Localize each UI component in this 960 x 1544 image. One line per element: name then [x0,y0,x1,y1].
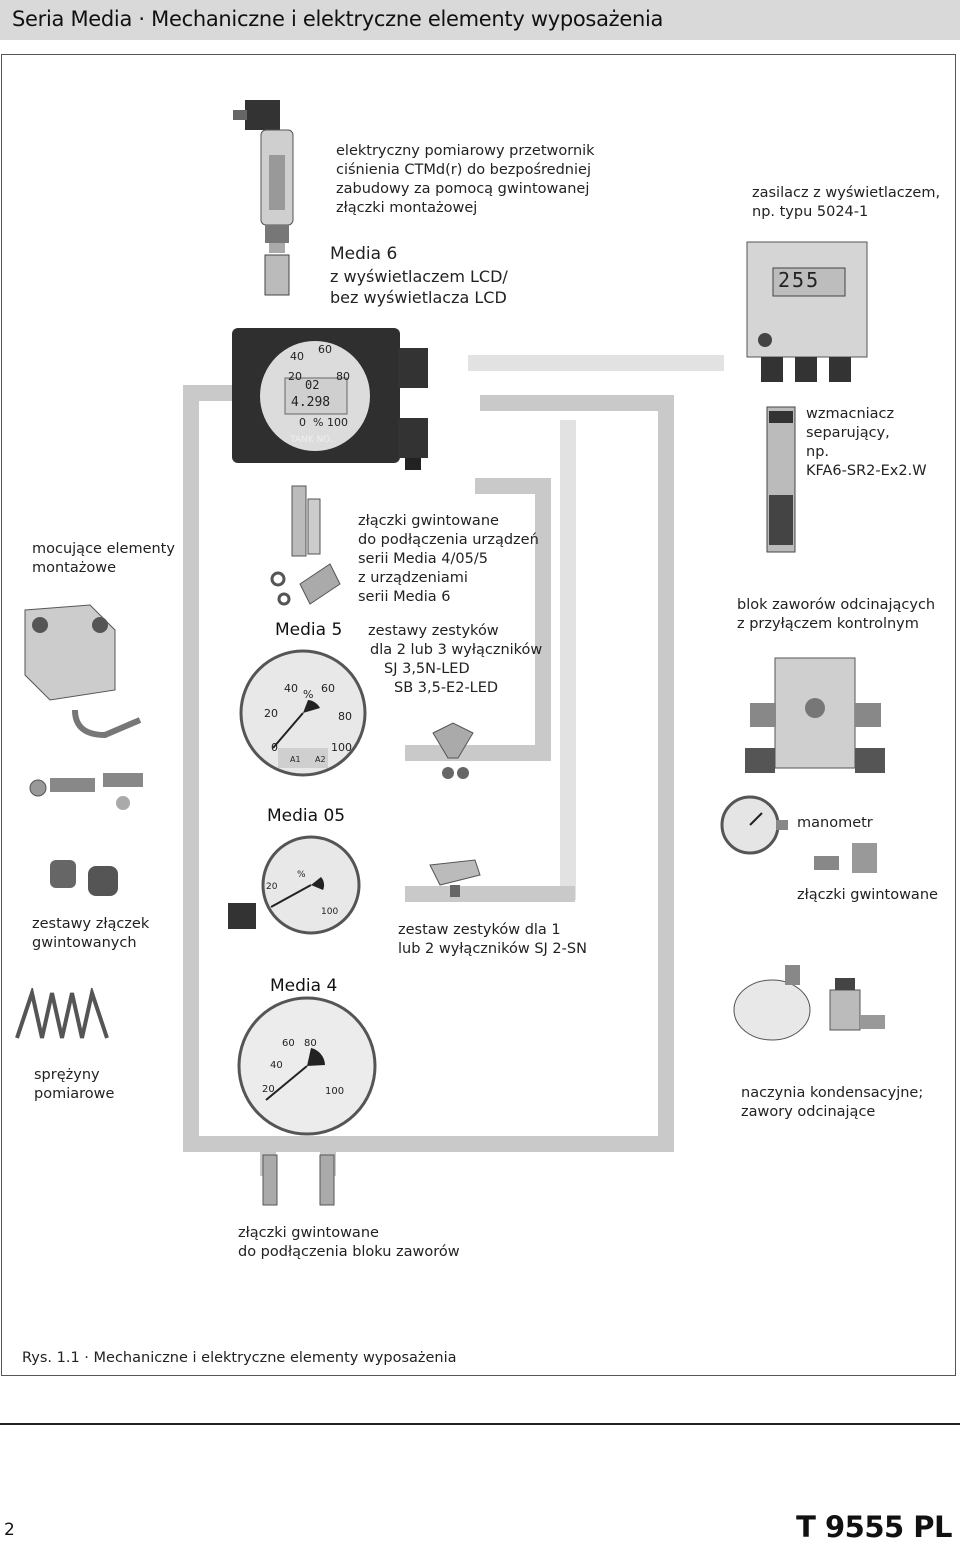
media6-scale-100: 100 [327,416,348,429]
valve-block-fittings-icon [262,1154,335,1206]
media05-title: Media 05 [267,806,346,826]
connector-left-top [183,385,233,401]
media6-title: Media 6 [330,244,398,264]
connector-bottom [183,1136,673,1152]
measuring-springs-icon [15,988,109,1039]
power-supply-label: zasilacz z wyświetlaczem, np. typu 5024-… [752,185,941,220]
media6-lcd-bottom: 4.298 [291,395,331,410]
connector-mid-vertical [535,478,551,760]
connector-right-vertical [658,395,674,1152]
valve-block-icon [745,657,885,773]
media6-scale-0: 0 [299,416,306,429]
figure-frame [1,54,956,1376]
connector-psu-vertical [560,420,576,900]
media5-scale-80: 80 [338,710,352,723]
bolts-icon [29,773,143,810]
page-title: Seria Media · Mechaniczne i elektryczne … [12,7,664,31]
page-header: Seria Media · Mechaniczne i elektryczne … [0,0,960,40]
contact-set-icon [432,722,474,779]
connection-fittings-icon [270,485,341,606]
media5-lamp-a1: A1 [290,755,301,764]
media6-label: Media 6 z wyświetlaczem LCD/ bez wyświet… [330,244,508,307]
isolating-amplifier-icon [766,406,796,553]
media6-scale-80: 80 [336,370,350,383]
media4-scale-20: 20 [262,1084,275,1095]
media05-scale-100: 100 [321,907,339,917]
media05-scale-pct: % [297,870,306,880]
media6-tank-label: TANK NO. [290,435,333,445]
media6-scale-20: 20 [288,370,302,383]
connector-left-vertical [183,385,199,1150]
transmitter-label: elektryczny pomiarowy przetwornik ciśnie… [336,143,595,216]
media4-gauge-icon [237,996,377,1136]
media5-gauge-icon [239,649,367,777]
contacts-label: zestawy zestyków dla 2 lub 3 wyłączników… [368,623,543,696]
mounting-bracket-icon [24,604,142,739]
media6-scale-60: 60 [318,343,332,356]
media6-device-icon [232,328,428,470]
manometer-label: manometr [797,815,873,831]
valve-block-label: blok zaworów odcinających z przyłączem k… [737,597,936,632]
media6-lcd-top: 02 [305,378,320,392]
contact-set-sj-icon [429,859,481,897]
threaded-fittings-icon [814,843,877,873]
psu-display-value: 255 [778,268,821,292]
fittings-media-label: złączki gwintowane do podłączenia urządz… [358,513,539,605]
media5-scale-60: 60 [321,682,335,695]
media4-scale-40: 40 [270,1060,283,1071]
connector-psu [468,355,724,371]
fittings-block-label: złączki gwintowane do podłączenia bloku … [238,1225,460,1260]
document-code: T 9555 PL [796,1510,952,1544]
media4-scale-60: 60 [282,1038,295,1049]
fittings-label: złączki gwintowane [797,887,938,903]
condensers-label: naczynia kondensacyjne; zawory odcinając… [741,1085,924,1120]
figure-caption: Rys. 1.1 · Mechaniczne i elektryczne ele… [22,1350,457,1366]
manometer-icon [720,795,788,855]
page-number: 2 [4,1520,15,1540]
media5-lamp-a2: A2 [315,755,326,764]
media05-scale-20: 20 [266,882,278,892]
media4-title: Media 4 [270,976,338,996]
power-supply-icon [746,241,868,382]
media4-scale-100: 100 [325,1086,345,1097]
footer-rule [0,1423,960,1425]
media5-scale-20: 20 [264,707,278,720]
springs-label: sprężyny pomiarowe [34,1067,115,1102]
media4-scale-80: 80 [304,1038,317,1049]
connector-mid-top [475,478,551,494]
condensate-pot-icon [733,965,885,1041]
fitting-sets-label: zestawy złączek gwintowanych [32,916,150,951]
fitting-sets-icon [50,860,118,896]
pressure-transmitter-icon [233,100,294,296]
media05-gauge-icon [228,835,361,935]
media5-title: Media 5 [275,620,343,640]
connector-contacts [405,745,551,761]
connector-contact-set [405,886,575,902]
media5-scale-40: 40 [284,682,298,695]
connector-right-top [480,395,674,411]
media6-scale-40: 40 [290,350,304,363]
media5-pct: % [303,688,314,701]
contact-set-label: zestaw zestyków dla 1 lub 2 wyłączników … [398,922,587,957]
mounting-label: mocujące elementy montażowe [32,541,175,576]
amplifier-label: wzmacniacz separujący, np. KFA6-SR2-Ex2.… [806,406,927,479]
media5-scale-0: 0 [271,741,278,754]
media6-pct: % [313,416,324,429]
media5-scale-100: 100 [331,741,352,754]
